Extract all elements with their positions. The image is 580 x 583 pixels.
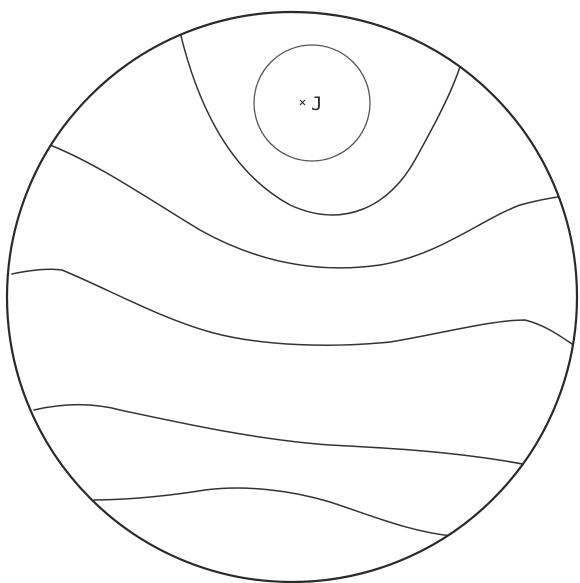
contour-line-2: [12, 269, 572, 345]
cross-marker-icon: [300, 100, 305, 105]
contour-lines: [12, 32, 572, 536]
contour-line-arc: [180, 32, 462, 215]
outer-circle: [7, 12, 577, 582]
contour-line-3: [34, 405, 528, 465]
point-label-j: J: [311, 93, 322, 115]
contour-line-4: [94, 488, 453, 536]
contour-line-1: [50, 145, 565, 268]
